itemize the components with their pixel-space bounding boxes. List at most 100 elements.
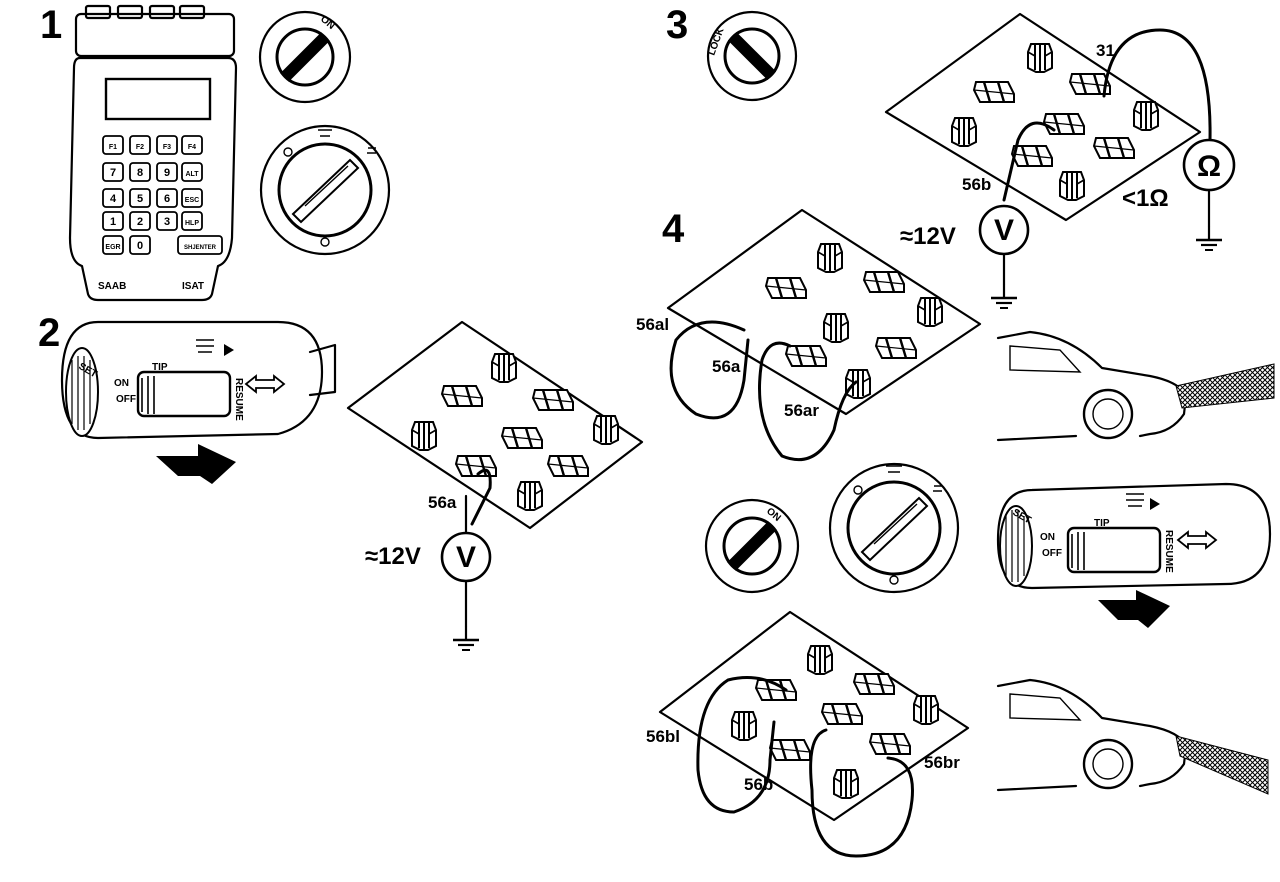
- tester-key-label: F2: [136, 144, 144, 151]
- high-beam-icon-step4: [1126, 493, 1144, 507]
- tester-key: 6: [156, 188, 178, 208]
- tester-key: 1: [102, 211, 124, 231]
- tester-key-label: HLP: [185, 220, 199, 227]
- tester-key: 7: [102, 162, 124, 182]
- car-headlight-low-beam: [996, 678, 1269, 795]
- dimmer-icon-step4: [889, 575, 899, 585]
- tester-key-label: 3: [164, 216, 170, 228]
- headlight-icon-step4: [933, 485, 942, 492]
- tester-key-label: SHJENTER: [184, 245, 217, 251]
- high-beam-icon: [196, 339, 214, 353]
- tester-key-label: 4: [110, 193, 117, 205]
- headlight-icon: [367, 147, 376, 154]
- probe-loop-56al: [669, 320, 750, 420]
- wire-label-56b-step3: 56b: [962, 175, 991, 194]
- stalk-off-label-step4: OFF: [1042, 548, 1062, 559]
- tester-key-label: EGR: [105, 244, 120, 251]
- headlight-stalk-step2: TIP SET ON OFF RESUME: [60, 320, 337, 440]
- tester-key: HLP: [181, 211, 203, 231]
- wire-label-56al: 56al: [636, 315, 669, 334]
- tester-key-label: 1: [110, 216, 116, 228]
- double-arrow-icon: [244, 374, 286, 394]
- car-headlight-high-beam: [996, 330, 1275, 442]
- voltage-reading-step3: ≈12V: [900, 223, 956, 250]
- tester-key-label: F1: [109, 144, 117, 151]
- ignition-switch-on: ON: [258, 10, 352, 104]
- tester-key: SHJENTER: [177, 235, 223, 255]
- tester-key: 2: [129, 211, 151, 231]
- probe-loop-56br: [809, 728, 914, 858]
- fusebox-panel-step4-upper: [666, 208, 982, 416]
- resistance-reading: <1Ω: [1122, 185, 1169, 212]
- ohmmeter-symbol: Ω: [1197, 150, 1221, 183]
- ignition-switch-lock: LOCK: [706, 10, 798, 102]
- low-beam-icon-step4: [886, 465, 902, 473]
- tester-key-label: 5: [137, 193, 143, 205]
- tester-key: ALT: [181, 162, 203, 182]
- push-direction-arrow-step4: [1098, 590, 1170, 628]
- wire-label-56b-step4: 56b: [744, 775, 773, 794]
- step-number-2: 2: [38, 311, 60, 355]
- ignition-switch-on-step4: ON: [704, 498, 800, 594]
- stalk-tip-label: TIP: [152, 362, 168, 373]
- tester-key-label: 9: [164, 167, 170, 179]
- light-switch-dial: [259, 124, 391, 256]
- tester-key-label: 2: [137, 216, 143, 228]
- tester-key: EGR: [102, 235, 124, 255]
- stalk-resume-label: RESUME: [233, 378, 244, 421]
- ground-symbol-ohm: [1194, 224, 1224, 252]
- light-switch-dial-step4: [828, 462, 960, 594]
- tester-key-label: 8: [137, 167, 143, 179]
- probe-loop-56ar: [758, 341, 858, 462]
- wire-label-56ar: 56ar: [784, 401, 819, 420]
- headlight-stalk-step4: TIP SET ON OFF RESUME: [996, 482, 1272, 590]
- stalk-off-label: OFF: [116, 394, 136, 405]
- step-number-1: 1: [40, 3, 62, 47]
- probe-wire-56a-step2: [470, 468, 492, 526]
- tester-key-label: F3: [163, 144, 171, 151]
- double-arrow-icon-step4: [1176, 530, 1218, 550]
- fusebox-panel-step4-lower: [658, 610, 970, 822]
- tester-key-label: ESC: [185, 197, 199, 204]
- voltmeter-symbol-step3: V: [994, 214, 1014, 247]
- low-beam-icon: [318, 129, 332, 137]
- tester-key-label: ALT: [185, 171, 199, 178]
- tester-key: 8: [129, 162, 151, 182]
- ohmmeter-step3: Ω: [1182, 138, 1236, 228]
- dimmer-icon: [320, 237, 330, 247]
- tester-key-label: 6: [164, 193, 170, 205]
- ground-symbol-step3: [989, 282, 1019, 310]
- wire-label-56a-step4: 56a: [712, 357, 741, 376]
- high-beam-light: [1175, 363, 1275, 409]
- wire-label-56br: 56br: [924, 753, 960, 772]
- tester-key: 9: [156, 162, 178, 182]
- voltmeter-step3: V: [978, 204, 1030, 286]
- probe-wire-56b-step3: [1002, 121, 1056, 202]
- voltmeter-step2: V: [440, 531, 492, 628]
- voltage-reading-step2: ≈12V: [365, 543, 421, 570]
- flash-arrow-icon: [224, 344, 234, 356]
- fusebox-panel-step2: [346, 320, 644, 530]
- probe-wire-31: [1102, 28, 1212, 142]
- tester-key-label: F4: [188, 144, 196, 151]
- tester-key: F4: [181, 135, 203, 155]
- step-number-3: 3: [666, 3, 688, 47]
- wire-label-56a-step2: 56a: [428, 493, 457, 512]
- tester-key: F1: [102, 135, 124, 155]
- voltmeter-symbol-step2: V: [456, 541, 476, 574]
- push-direction-arrow: [156, 444, 236, 484]
- stalk-on-label: ON: [114, 378, 129, 389]
- tester-key-label: 7: [110, 167, 116, 179]
- tester-key: F3: [156, 135, 178, 155]
- tester-key: ESC: [181, 188, 203, 208]
- flash-arrow-icon-step4: [1150, 498, 1160, 510]
- tester-brand: SAAB: [98, 281, 126, 292]
- tester-model: ISAT: [182, 281, 204, 292]
- stalk-on-label-step4: ON: [1040, 532, 1055, 543]
- fusebox-panel-step3: [884, 12, 1202, 222]
- stalk-tip-label-step4: TIP: [1094, 518, 1110, 529]
- ground-symbol-step2: [451, 624, 481, 652]
- parking-light-icon: [283, 147, 293, 157]
